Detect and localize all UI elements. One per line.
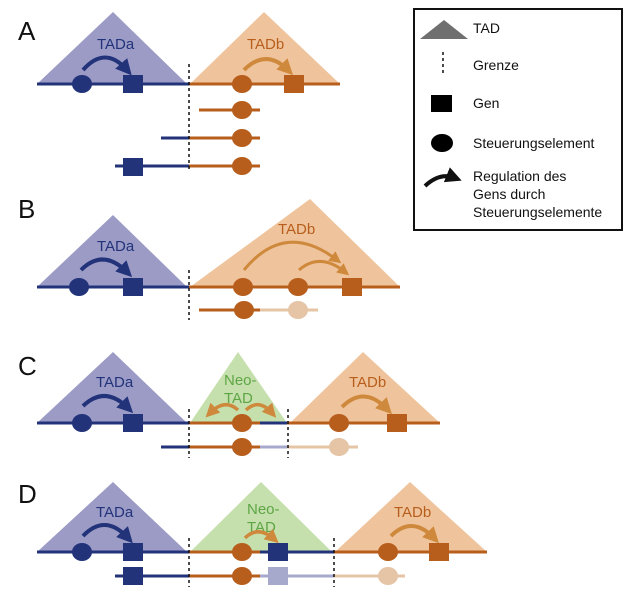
control-element-circle <box>232 157 252 175</box>
neo-tad-label-line1: Neo- <box>224 372 257 389</box>
neo-tad-label-line2: TAD <box>224 390 253 407</box>
regulation-arrow-icon <box>242 57 294 76</box>
gene-square <box>268 543 288 561</box>
regulation-arrow-icon <box>205 402 240 418</box>
control-element-circle <box>232 101 252 119</box>
gene-square <box>123 75 143 93</box>
gene-square <box>123 567 143 585</box>
control-element-circle <box>329 414 349 432</box>
tad-a-label: TADa <box>96 504 134 521</box>
legend: TAD Grenze Gen Steuerungselement Regulat… <box>413 8 623 231</box>
square-icon <box>431 95 452 112</box>
control-element-circle <box>232 543 252 561</box>
panel-a: A TADa TADb <box>18 12 340 176</box>
regulation-arrow-icon <box>79 257 133 278</box>
control-element-circle <box>234 301 254 319</box>
legend-label-regulation-1: Regulation des <box>473 168 566 184</box>
tad-a-triangle <box>37 215 187 287</box>
neo-tad-label-line1: Neo- <box>247 501 280 518</box>
legend-label-grenze: Grenze <box>473 57 519 73</box>
tad-b-triangle <box>190 12 340 84</box>
regulation-arrow-icon <box>81 394 134 414</box>
tad-b-label: TADb <box>394 504 431 521</box>
legend-label-regulation-3: Steuerungselemente <box>473 204 602 220</box>
regulation-arrow-icon <box>243 528 279 544</box>
regulation-arrow-icon <box>389 524 439 544</box>
tad-a-label: TADa <box>97 36 135 53</box>
triangle-icon <box>420 20 468 39</box>
control-element-circle <box>72 543 92 561</box>
control-element-circle <box>72 414 92 432</box>
control-element-circle <box>378 543 398 561</box>
panel-c: C TADa Neo- TAD TADb <box>18 351 440 458</box>
control-element-circle <box>288 278 308 296</box>
panel-b: B TADa TADb <box>18 194 400 320</box>
tad-b-label: TADb <box>247 36 284 53</box>
tad-b-label: TADb <box>349 374 386 391</box>
control-element-circle <box>232 129 252 147</box>
legend-label-regulation-2: Gens durch <box>473 186 545 202</box>
legend-label-gen: Gen <box>473 95 499 111</box>
regulation-arrow-icon <box>244 402 277 418</box>
tad-b-triangle <box>290 352 440 423</box>
tad-a-label: TADa <box>97 238 135 255</box>
tad-b-label: TADb <box>278 221 315 238</box>
panel-d: D TADa Neo- TAD TADb <box>18 479 487 587</box>
tad-a-label: TADa <box>96 374 134 391</box>
tad-b-triangle <box>335 482 487 552</box>
gene-square <box>123 414 143 432</box>
regulation-arrow-icon <box>242 240 342 271</box>
control-element-circle <box>69 278 89 296</box>
regulation-arrow-icon <box>81 55 132 76</box>
gene-square <box>387 414 407 432</box>
panel-label-c: C <box>18 351 37 381</box>
control-element-circle <box>232 567 252 585</box>
gene-square <box>123 543 143 561</box>
regulation-arrow-icon <box>340 394 392 415</box>
legend-label-steuerungselement: Steuerungselement <box>473 135 595 151</box>
control-element-circle <box>232 75 252 93</box>
tad-a-triangle <box>37 352 187 423</box>
control-element-circle <box>233 278 253 296</box>
legend-box <box>413 8 623 231</box>
regulation-arrow-icon <box>298 260 350 276</box>
tad-a-triangle <box>37 482 187 552</box>
legend-label-tad: TAD <box>473 20 500 36</box>
control-element-circle <box>232 414 252 432</box>
tad-a-triangle <box>37 12 187 84</box>
gene-square-faint <box>268 567 288 585</box>
regulation-arrow-icon <box>81 523 133 544</box>
gene-square <box>123 158 143 176</box>
circle-icon <box>431 134 453 152</box>
control-element-circle-faint <box>378 567 398 585</box>
control-element-circle <box>72 75 92 93</box>
control-element-circle-faint <box>288 301 308 319</box>
control-element-circle-faint <box>329 438 349 456</box>
panel-label-d: D <box>18 479 37 509</box>
gene-square <box>284 75 304 93</box>
panel-label-a: A <box>18 16 36 46</box>
neo-tad-triangle <box>190 482 332 552</box>
gene-square <box>429 543 449 561</box>
gene-square <box>123 278 143 296</box>
gene-square <box>342 278 362 296</box>
curved-arrow-icon <box>423 167 462 188</box>
panel-label-b: B <box>18 194 35 224</box>
control-element-circle <box>232 438 252 456</box>
